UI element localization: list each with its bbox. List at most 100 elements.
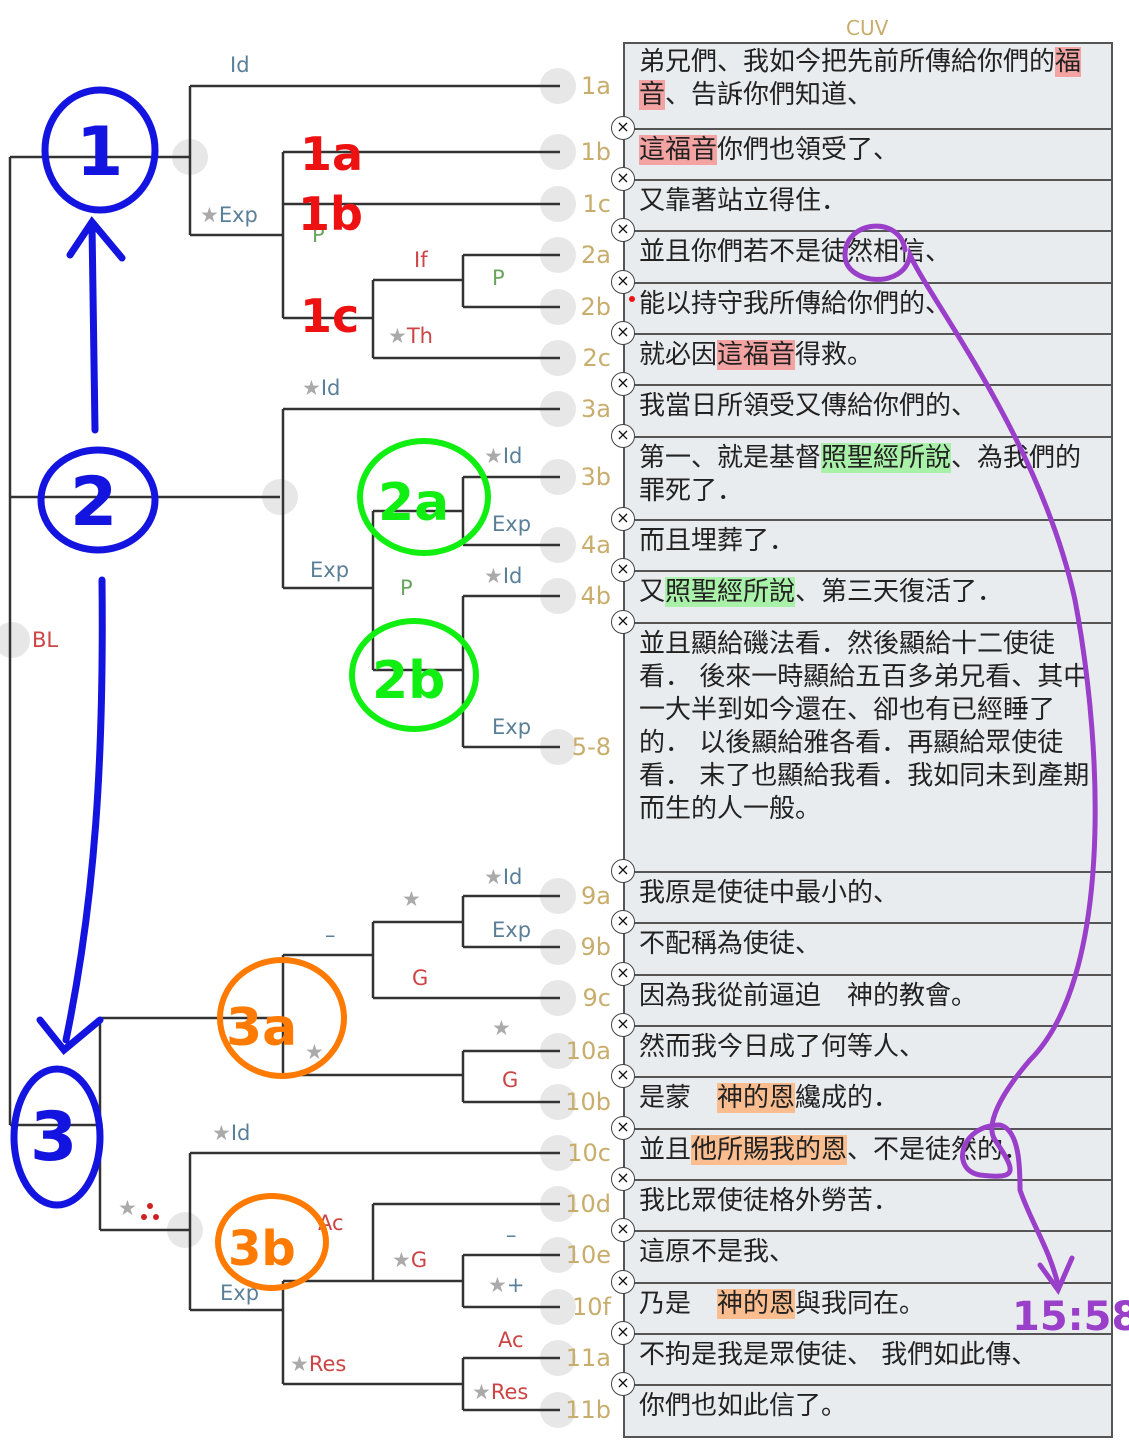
tree-label-text: G bbox=[502, 1068, 519, 1092]
verse-ref-2a[interactable]: 2a bbox=[581, 241, 611, 269]
close-icon[interactable]: × bbox=[611, 910, 635, 934]
tree-label-text: – bbox=[506, 1223, 517, 1247]
tree-label-text: Id bbox=[502, 564, 523, 588]
close-icon[interactable]: × bbox=[611, 167, 635, 191]
tree-label: G bbox=[412, 968, 428, 989]
close-icon[interactable]: × bbox=[611, 1013, 635, 1037]
tree-label-text: Ac bbox=[498, 1328, 524, 1352]
tree-label-text: Exp bbox=[492, 715, 532, 739]
close-icon[interactable]: × bbox=[611, 424, 635, 448]
star-icon: ★ bbox=[472, 1380, 491, 1404]
tree-label: Exp bbox=[310, 560, 349, 581]
verse-ref-1c[interactable]: 1c bbox=[582, 190, 611, 218]
tree-label: Exp bbox=[492, 717, 531, 738]
star-icon: ★ bbox=[118, 1196, 137, 1220]
close-icon[interactable]: × bbox=[611, 321, 635, 345]
verse-text: 是蒙 bbox=[639, 1083, 718, 1113]
tree-label: Id bbox=[230, 55, 250, 76]
tree-label-text: Th bbox=[406, 324, 433, 348]
tree-label-text: Res bbox=[308, 1352, 347, 1376]
verse-text: 與我同在。 bbox=[795, 1289, 926, 1319]
tree-label: Exp bbox=[492, 920, 531, 941]
verse-text: 不拘是我是眾使徒、 我們如此傳、 bbox=[639, 1340, 1038, 1370]
highlight-orange: 神的恩 bbox=[717, 1289, 796, 1319]
verse-ref-10d[interactable]: 10d bbox=[565, 1190, 611, 1218]
tree-label-text: P bbox=[492, 266, 505, 290]
close-icon[interactable]: × bbox=[611, 372, 635, 396]
tree-label-text: Ac bbox=[318, 1211, 344, 1235]
star-icon: ★ bbox=[200, 203, 219, 227]
close-icon[interactable]: × bbox=[611, 610, 635, 634]
tree-label-text: Id bbox=[230, 1121, 251, 1145]
highlight-red: 這福音 bbox=[639, 135, 718, 165]
verse-ref-10a[interactable]: 10a bbox=[565, 1037, 611, 1065]
close-icon[interactable]: × bbox=[611, 1270, 635, 1294]
tree-label-text: Id bbox=[230, 53, 250, 77]
verse-ref-3b[interactable]: 3b bbox=[580, 463, 611, 491]
star-icon: ★ bbox=[484, 865, 503, 889]
close-icon[interactable]: × bbox=[611, 1321, 635, 1345]
verse-ref-9c[interactable]: 9c bbox=[582, 984, 611, 1012]
verse-text: 又 bbox=[639, 577, 666, 607]
verse-text: 、告訴你們知道、 bbox=[665, 80, 874, 110]
tree-label: Exp bbox=[220, 1283, 259, 1304]
close-icon[interactable]: × bbox=[611, 507, 635, 531]
close-icon[interactable]: × bbox=[611, 1064, 635, 1088]
verse-text: 又靠著站立得住． bbox=[639, 186, 848, 216]
close-icon[interactable]: × bbox=[611, 1218, 635, 1242]
verse-ref-2c[interactable]: 2c bbox=[582, 344, 611, 372]
verse-ref-9b[interactable]: 9b bbox=[580, 933, 611, 961]
star-icon: ★ bbox=[290, 1352, 309, 1376]
verse-ref-4b[interactable]: 4b bbox=[580, 582, 611, 610]
close-icon[interactable]: × bbox=[611, 558, 635, 582]
verse-ref-10b[interactable]: 10b bbox=[565, 1088, 611, 1116]
tree-label-text: Id bbox=[502, 444, 523, 468]
close-icon[interactable]: × bbox=[611, 962, 635, 986]
tree-label: ★Id bbox=[484, 867, 522, 888]
verse-ref-2b[interactable]: 2b bbox=[580, 293, 611, 321]
verse-ref-1a[interactable]: 1a bbox=[581, 72, 611, 100]
star-icon: ★ bbox=[212, 1121, 231, 1145]
tree-label-text: Exp bbox=[492, 512, 532, 536]
highlight-orange: 神的恩 bbox=[717, 1083, 796, 1113]
tree-label: G bbox=[502, 1070, 518, 1091]
verse-text: 乃是 bbox=[639, 1289, 718, 1319]
close-icon[interactable]: × bbox=[611, 116, 635, 140]
star-icon: ★ bbox=[492, 1016, 511, 1040]
verse-text: 這原不是我、 bbox=[639, 1237, 796, 1267]
star-icon: ★ bbox=[484, 564, 503, 588]
tree-label: Ac bbox=[498, 1330, 524, 1351]
tree-label: ★Exp bbox=[200, 205, 258, 226]
tree-label-text: If bbox=[414, 248, 428, 272]
tree-label: BL bbox=[32, 630, 58, 651]
close-icon[interactable]: × bbox=[611, 218, 635, 242]
tree-label-text: Id bbox=[502, 865, 523, 889]
verse-row-11a: 不拘是我是眾使徒、 我們如此傳、 bbox=[623, 1333, 1113, 1384]
tree-label-text: P bbox=[400, 576, 413, 600]
close-icon[interactable]: × bbox=[611, 859, 635, 883]
tree-label: ★ bbox=[305, 1042, 324, 1063]
close-icon[interactable]: × bbox=[611, 270, 635, 294]
star-icon: ★ bbox=[305, 1040, 324, 1064]
verse-ref-11b[interactable]: 11b bbox=[565, 1396, 611, 1424]
verse-ref-9a[interactable]: 9a bbox=[581, 882, 611, 910]
tree-label: ★Id bbox=[212, 1123, 250, 1144]
close-icon[interactable]: × bbox=[611, 1167, 635, 1191]
verse-ref-11a[interactable]: 11a bbox=[565, 1344, 611, 1372]
tree-label-text: Res bbox=[490, 1380, 529, 1404]
verse-ref-10f[interactable]: 10f bbox=[572, 1293, 611, 1321]
verse-text: 第一、就是基督 bbox=[639, 443, 822, 473]
tree-label: – bbox=[325, 925, 336, 946]
verse-ref-1b[interactable]: 1b bbox=[580, 138, 611, 166]
verse-text: 就必因 bbox=[639, 340, 718, 370]
tree-label-text: P bbox=[312, 223, 325, 247]
verse-ref-3a[interactable]: 3a bbox=[581, 395, 611, 423]
verse-ref-10e[interactable]: 10e bbox=[565, 1241, 611, 1269]
verse-ref-10c[interactable]: 10c bbox=[567, 1139, 611, 1167]
verse-ref-4a[interactable]: 4a bbox=[581, 531, 611, 559]
close-icon[interactable]: × bbox=[611, 1372, 635, 1396]
tree-label-text: G bbox=[412, 966, 429, 990]
verse-text: 而且埋葬了． bbox=[639, 526, 796, 556]
close-icon[interactable]: × bbox=[611, 1116, 635, 1140]
verse-ref-5-8[interactable]: 5-8 bbox=[571, 733, 611, 761]
